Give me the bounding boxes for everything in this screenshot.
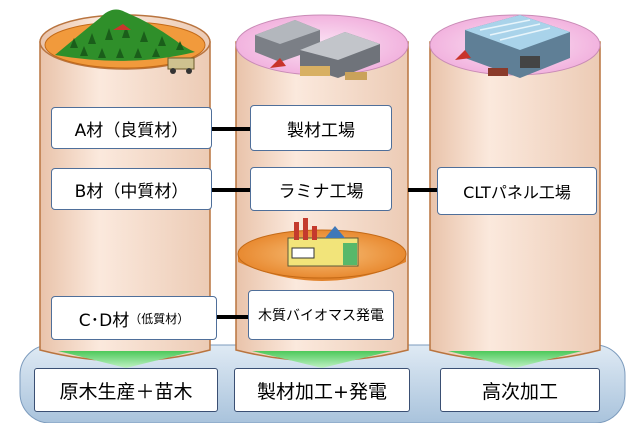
- facility-biomass-label: 木質バイオマス発電: [258, 308, 384, 324]
- down-arrow-icon: [448, 351, 582, 368]
- facility-sawmill-label: 製材工場: [287, 120, 355, 141]
- stage-advanced-processing: 高次加工: [440, 368, 600, 412]
- stage-log-production-label: 原木生産＋苗木: [59, 380, 193, 403]
- stage-advanced-processing-label: 高次加工: [481, 380, 558, 403]
- stage-log-production: 原木生産＋苗木: [34, 368, 218, 412]
- stage-processing-power-label: 製材加工+発電: [257, 380, 387, 403]
- facility-clt-label: CLTパネル工場: [463, 183, 571, 202]
- stage-processing-power: 製材加工+発電: [234, 368, 410, 412]
- flow-arrows: [58, 351, 582, 368]
- material-cd-grade: C･D材（低質材）: [51, 296, 217, 340]
- facility-biomass: 木質バイオマス発電: [248, 290, 394, 340]
- facility-lamina-label: ラミナ工場: [278, 181, 364, 202]
- facility-lamina: ラミナ工場: [250, 167, 392, 211]
- clt-factory-icon: [455, 15, 570, 78]
- connector-a-sawmill: [210, 127, 250, 131]
- material-a-paren: （良質材）: [103, 120, 189, 141]
- down-arrow-icon: [58, 351, 195, 368]
- material-b-paren: （中質材）: [103, 181, 189, 202]
- connector-b-lamina: [210, 188, 250, 192]
- material-a-main: A材: [74, 120, 104, 141]
- facility-sawmill: 製材工場: [250, 105, 392, 151]
- down-arrow-icon: [252, 351, 392, 368]
- power-plant-icon: [287, 218, 359, 267]
- material-a-grade: A材（良質材）: [51, 107, 212, 149]
- material-b-main: B材: [74, 181, 104, 202]
- connector-lamina-clt: [408, 188, 438, 192]
- connector-cd-biomass: [217, 315, 250, 319]
- sawmill-buildings-icon: [255, 20, 380, 80]
- material-cd-main: C･D材: [78, 310, 130, 331]
- logging-truck-icon: [167, 57, 195, 70]
- material-b-grade: B材（中質材）: [51, 168, 212, 210]
- facility-clt: CLTパネル工場: [437, 167, 597, 215]
- material-cd-paren: （低質材）: [129, 311, 190, 326]
